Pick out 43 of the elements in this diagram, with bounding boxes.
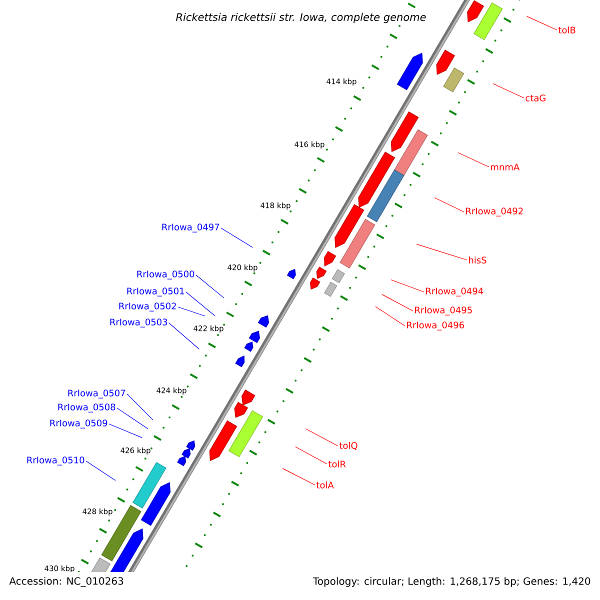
gene-label: tolR — [328, 460, 346, 468]
leader-line — [458, 152, 490, 168]
gene-label: RrIowa_0496 — [407, 322, 464, 330]
gene-label: mnmA — [491, 164, 520, 170]
genome-info-label: Topology: circular; Length: 1,268,175 bp; Genes: 1,420 — [312, 577, 590, 587]
leader-line — [196, 274, 224, 298]
leader-line — [416, 244, 468, 260]
gene-label: RrIowa_0495 — [415, 306, 472, 316]
leader-line — [295, 446, 328, 464]
leader-line — [86, 460, 116, 481]
leader-line — [186, 292, 216, 316]
gene-label: RrIowa_0509 — [50, 420, 108, 428]
gene-label: tolB — [558, 26, 576, 34]
leader-line — [390, 279, 424, 292]
leader-line — [375, 306, 406, 326]
leader-line — [382, 294, 414, 312]
gene-label: RrIowa_0502 — [119, 302, 176, 312]
gene-label: RrIowa_0501 — [127, 288, 184, 296]
gene-label: RrIowa_0510 — [27, 456, 84, 466]
title: Rickettsia rickettsii str. Iowa, complete genome — [174, 10, 428, 26]
leader-line — [168, 322, 200, 350]
gene-label: RrIowa_0508 — [58, 404, 116, 412]
leader-line — [434, 197, 464, 212]
gene-label: hisS — [469, 256, 486, 264]
leader-line — [526, 16, 558, 30]
leader-line — [116, 408, 148, 430]
leader-line — [108, 424, 142, 438]
gene-label: RrIowa_0494 — [426, 288, 484, 296]
leader-line — [492, 83, 524, 98]
gene-label: RrIowa_0492 — [466, 208, 523, 216]
leader-line — [178, 306, 206, 316]
gene-label: RrIowa_0503 — [110, 318, 168, 328]
accession-label: Accession: NC_010263 — [9, 577, 124, 587]
leader-line — [305, 428, 338, 446]
gene-label: RrIowa_0497 — [162, 224, 220, 232]
gene-label: tolQ — [339, 442, 358, 450]
gene-label: RrIowa_0500 — [137, 270, 194, 280]
leader-line — [282, 468, 316, 486]
gene-label: ctaG — [526, 94, 546, 102]
gene-label: tolA — [316, 482, 334, 488]
gene-label: RrIowa_0507 — [68, 390, 126, 398]
leader-line — [220, 228, 253, 248]
leader-line — [126, 394, 154, 420]
